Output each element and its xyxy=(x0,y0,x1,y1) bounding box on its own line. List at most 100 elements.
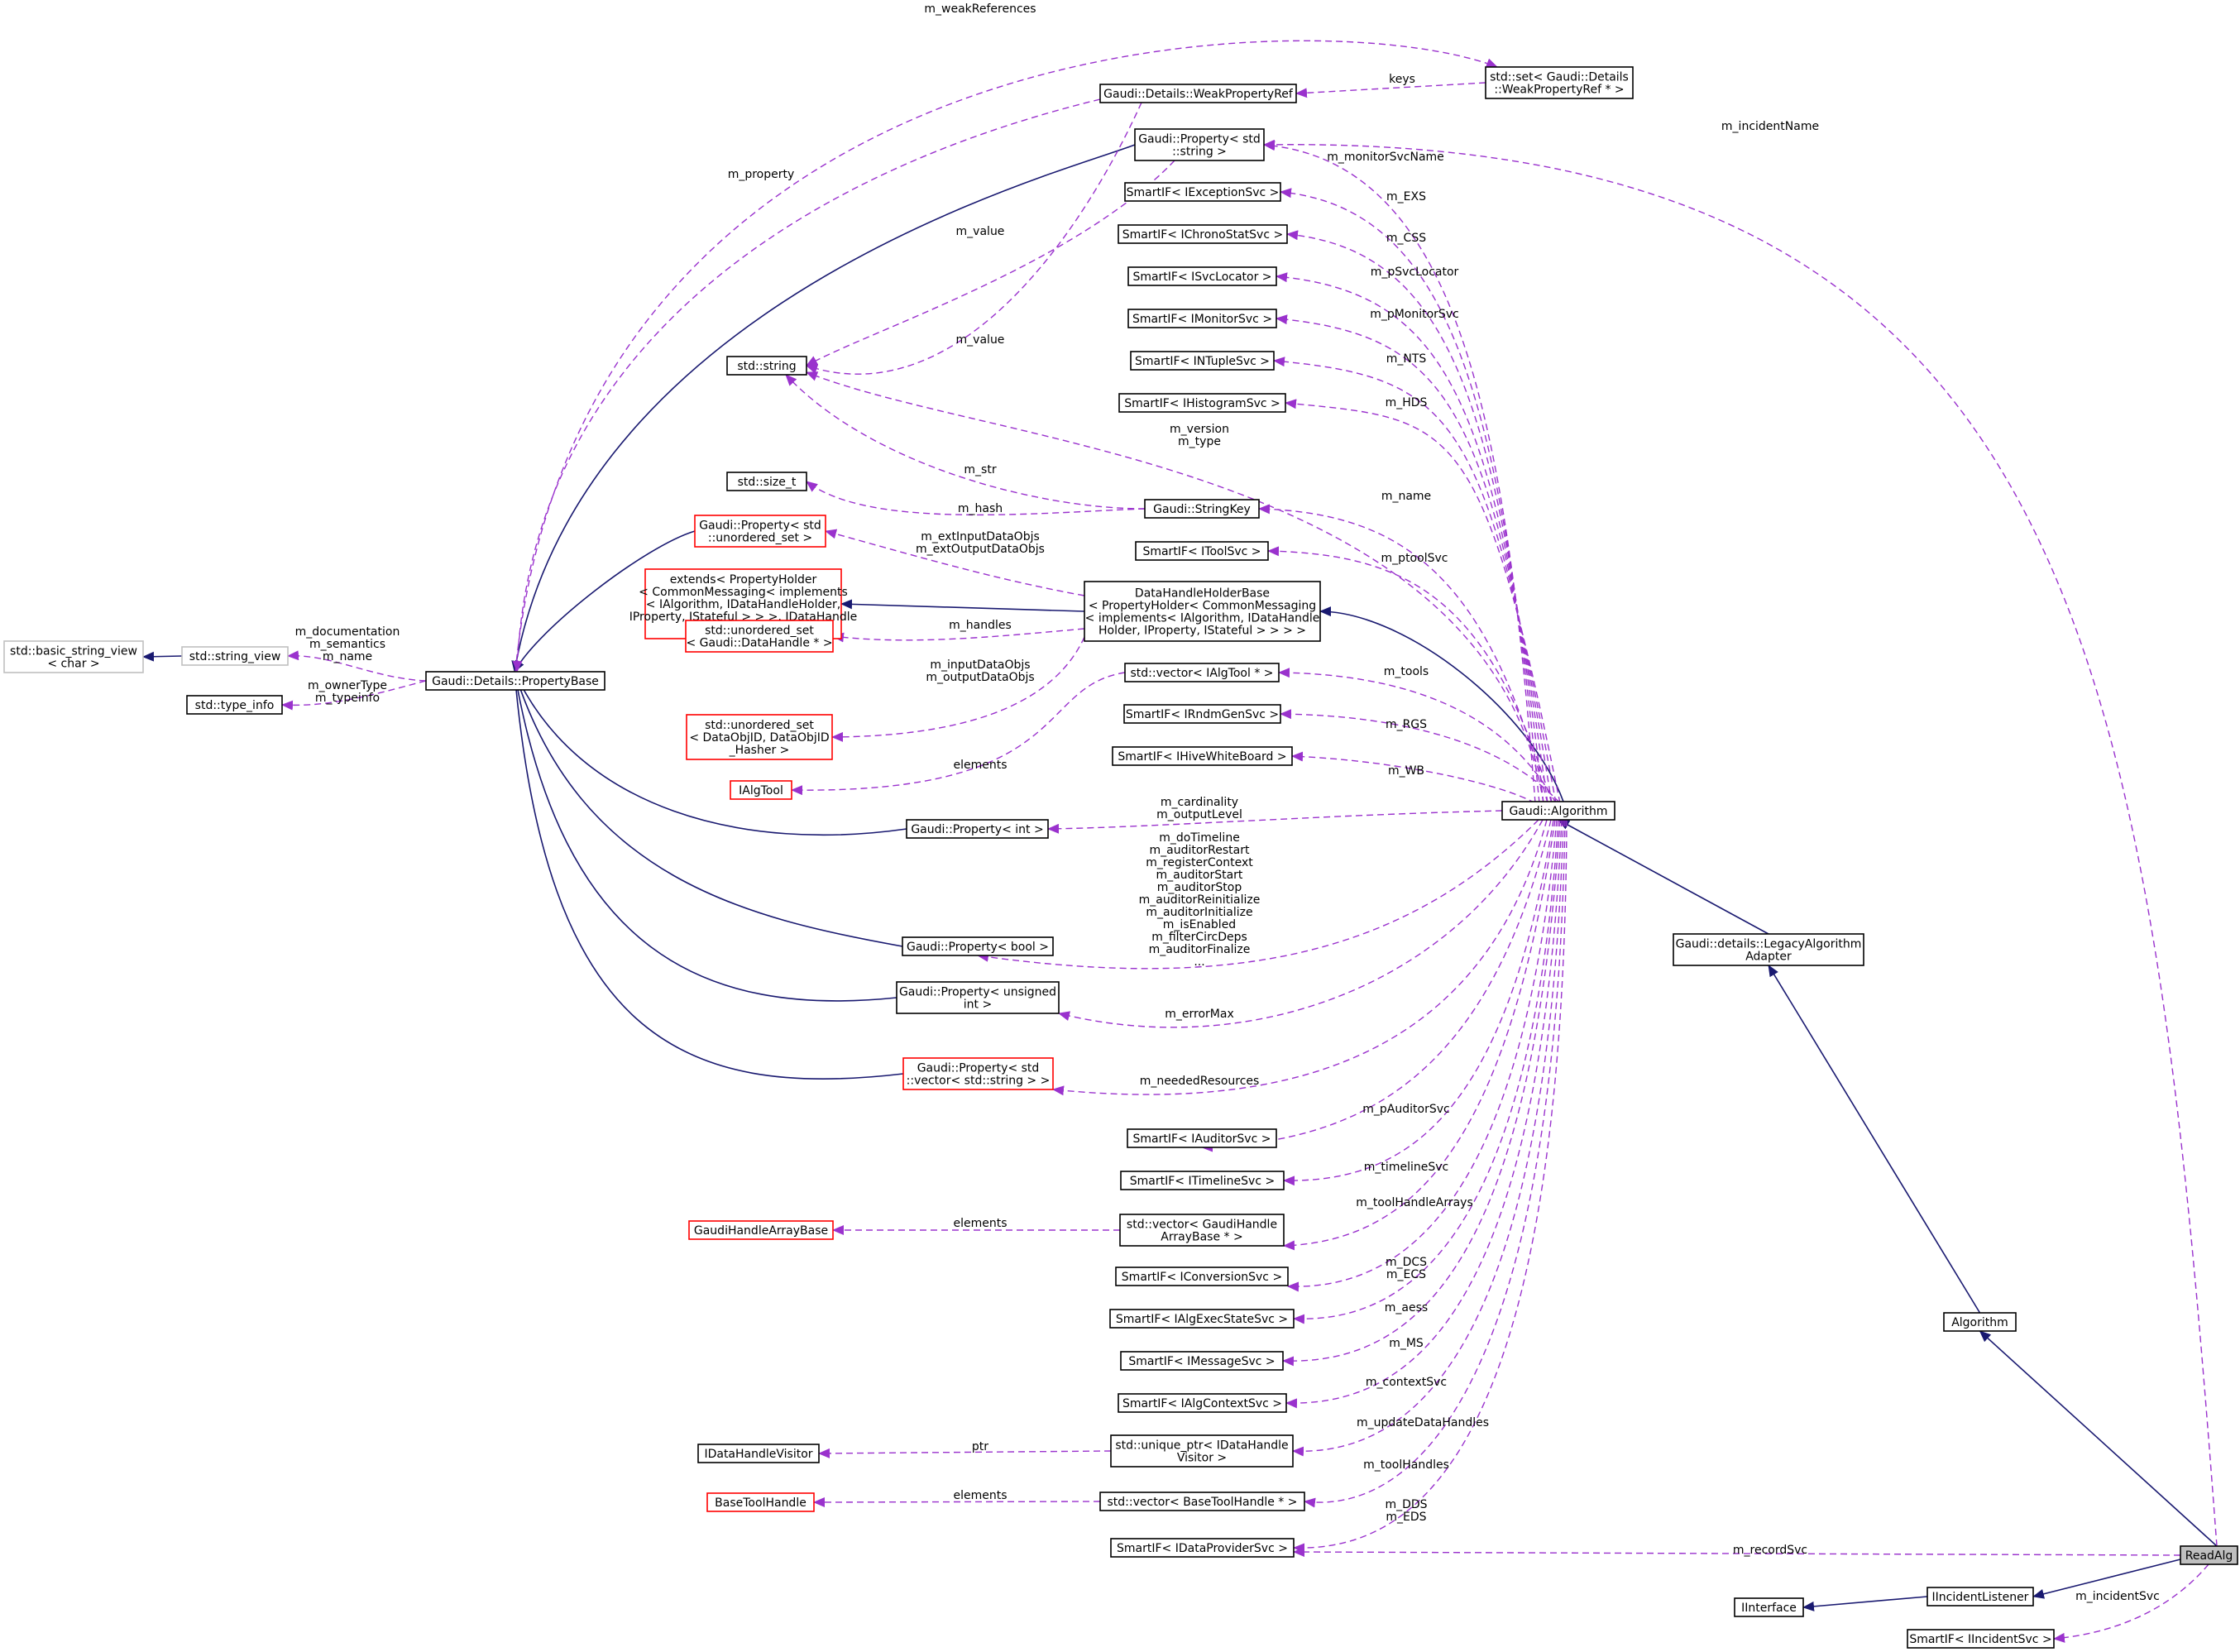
edge-label-incident-svc: m_incidentSvc xyxy=(2075,1590,2160,1603)
node-iincident-listener[interactable]: IIncidentListener xyxy=(1926,1587,2034,1607)
edge-label-line: m_property xyxy=(728,168,795,181)
node-smartif-toolsvc[interactable]: SmartIF< IToolSvc > xyxy=(1135,541,1269,561)
node-label: SmartIF< IMonitorSvc > xyxy=(1132,313,1272,326)
node-set-weak-ref[interactable]: std::set< Gaudi::Details::WeakPropertyRe… xyxy=(1485,66,1634,99)
node-label: Gaudi::Property< std xyxy=(1138,133,1261,146)
node-iinterface[interactable]: IInterface xyxy=(1734,1597,1804,1617)
node-smartif-svclocator[interactable]: SmartIF< ISvcLocator > xyxy=(1127,266,1277,286)
edge-pmonitorsvc xyxy=(1276,314,1553,804)
node-label: IAlgTool xyxy=(739,784,783,797)
node-smartif-dataprovider[interactable]: SmartIF< IDataProviderSvc > xyxy=(1110,1538,1295,1558)
edge-property-string-to-base xyxy=(511,144,1136,673)
edge-algorithm-to-adapter xyxy=(1768,965,1981,1314)
node-smartif-incident[interactable]: SmartIF< IIncidentSvc > xyxy=(1907,1629,2055,1649)
edge-hds xyxy=(1285,399,1561,804)
node-smartif-execstate[interactable]: SmartIF< IAlgExecStateSvc > xyxy=(1109,1309,1295,1329)
node-std-size-t[interactable]: std::size_t xyxy=(726,472,807,491)
node-vector-gaudihandle-array[interactable]: std::vector< GaudiHandleArrayBase * > xyxy=(1119,1214,1285,1247)
node-label: SmartIF< ISvcLocator > xyxy=(1132,271,1271,284)
node-gaudi-algorithm[interactable]: Gaudi::Algorithm xyxy=(1501,801,1615,821)
node-property-int[interactable]: Gaudi::Property< int > xyxy=(906,819,1049,839)
node-box xyxy=(1943,1312,2017,1332)
node-ialgtool[interactable]: IAlgTool xyxy=(730,780,792,800)
edge-label-line: m_filterCircDeps xyxy=(1151,931,1247,944)
node-smartif-whiteboard[interactable]: SmartIF< IHiveWhiteBoard > xyxy=(1112,746,1293,766)
node-smartif-auditor[interactable]: SmartIF< IAuditorSvc > xyxy=(1127,1128,1277,1148)
node-smartif-ntuple[interactable]: SmartIF< INTupleSvc > xyxy=(1130,351,1275,371)
edge-label-str: m_str xyxy=(964,463,996,476)
node-unique-ptr-visitor[interactable]: std::unique_ptr< IDataHandleVisitor > xyxy=(1110,1434,1294,1468)
node-string-view[interactable]: std::string_view xyxy=(181,646,289,666)
node-unordered-set-datahandle[interactable]: std::unordered_set< Gaudi::DataHandle * … xyxy=(685,620,834,653)
edge-label-line: m_MS xyxy=(1389,1337,1424,1350)
node-string-key[interactable]: Gaudi::StringKey xyxy=(1144,499,1260,519)
edge-label-line: m_value xyxy=(956,225,1005,238)
node-smartif-chrono[interactable]: SmartIF< IChronoStatSvc > xyxy=(1118,224,1288,244)
node-box xyxy=(1673,933,1864,966)
node-property-unordered-set[interactable]: Gaudi::Property< std::unordered_set > xyxy=(694,515,826,548)
node-label: IInterface xyxy=(1741,1602,1797,1615)
node-smartif-rndm[interactable]: SmartIF< IRndmGenSvc > xyxy=(1123,704,1281,724)
edge-hash xyxy=(806,481,1146,516)
edge-label-pauditorsvc: m_pAuditorSvc xyxy=(1362,1103,1449,1116)
node-smartif-context[interactable]: SmartIF< IAlgContextSvc > xyxy=(1118,1393,1287,1413)
edge-label-value-a: m_value xyxy=(956,225,1005,238)
node-smartif-message[interactable]: SmartIF< IMessageSvc > xyxy=(1120,1351,1284,1371)
edge-label-weak-references: m_weakReferences xyxy=(924,2,1036,16)
edge-label-error-max: m_errorMax xyxy=(1165,1008,1233,1021)
node-datahandle-holder-base[interactable]: DataHandleHolderBase< PropertyHolder< Co… xyxy=(1084,581,1321,642)
node-property-base[interactable]: Gaudi::Details::PropertyBase xyxy=(425,671,605,691)
edge-pauditorsvc xyxy=(1201,819,1552,1152)
node-algorithm[interactable]: Algorithm xyxy=(1943,1312,2017,1332)
node-base-tool-handle[interactable]: BaseToolHandle xyxy=(706,1492,815,1512)
node-box xyxy=(1084,581,1321,642)
node-read-alg[interactable]: ReadAlg xyxy=(2180,1545,2238,1565)
edge-monitor-svc-name xyxy=(1263,141,1536,804)
edge-label-ptr: ptr xyxy=(972,1440,988,1453)
node-label: < IAlgorithm, IDataHandleHolder, xyxy=(646,598,840,611)
node-box xyxy=(685,620,834,653)
edge-label-name: m_name xyxy=(1381,490,1431,503)
node-property-vector-string[interactable]: Gaudi::Property< std::vector< std::strin… xyxy=(902,1057,1054,1090)
node-idatahandle-visitor[interactable]: IDataHandleVisitor xyxy=(697,1444,820,1463)
node-smartif-histogram[interactable]: SmartIF< IHistogramSvc > xyxy=(1118,393,1286,413)
edge-label-bool-props: m_doTimelinem_auditorRestartm_registerCo… xyxy=(1139,831,1261,969)
node-smartif-exception[interactable]: SmartIF< IExceptionSvc > xyxy=(1124,182,1281,202)
node-box xyxy=(1118,224,1288,244)
node-box xyxy=(1120,1171,1285,1190)
edge-label-value-b: m_value xyxy=(956,333,1005,347)
node-label: Visitor > xyxy=(1177,1452,1227,1465)
node-unordered-set-dataobjid[interactable]: std::unordered_set< DataObjID, DataObjID… xyxy=(686,714,833,760)
edge-label-line: m_auditorStop xyxy=(1157,881,1242,894)
node-box xyxy=(1099,84,1297,103)
node-smartif-conversion[interactable]: SmartIF< IConversionSvc > xyxy=(1115,1267,1289,1286)
edge-label-line: m_auditorFinalize xyxy=(1149,943,1251,956)
node-property-string[interactable]: Gaudi::Property< std::string > xyxy=(1134,128,1265,161)
node-vector-base-tool-handle[interactable]: std::vector< BaseToolHandle * > xyxy=(1099,1492,1305,1511)
node-label: std::size_t xyxy=(738,476,797,489)
node-smartif-timeline[interactable]: SmartIF< ITimelineSvc > xyxy=(1120,1171,1285,1190)
node-type-info[interactable]: std::type_info xyxy=(186,695,283,715)
edge-readalg-to-listener xyxy=(2032,1559,2181,1599)
edge-label-line: ptr xyxy=(972,1440,988,1453)
node-vector-ialgtool[interactable]: std::vector< IAlgTool * > xyxy=(1124,663,1280,682)
edge-label-line: m_version xyxy=(1170,423,1229,436)
edge-label-line: m_errorMax xyxy=(1165,1008,1233,1021)
node-basic-string-view[interactable]: std::basic_string_view< char > xyxy=(3,640,144,673)
node-gaudi-array-base[interactable]: GaudiHandleArrayBase xyxy=(688,1220,834,1240)
node-weak-property-ref[interactable]: Gaudi::Details::WeakPropertyRef xyxy=(1099,84,1297,103)
node-label: ReadAlg xyxy=(2185,1549,2233,1563)
node-box xyxy=(1099,1492,1305,1511)
node-property-bool[interactable]: Gaudi::Property< bool > xyxy=(902,936,1054,956)
node-label: Adapter xyxy=(1745,950,1792,964)
node-smartif-monitor[interactable]: SmartIF< IMonitorSvc > xyxy=(1127,309,1277,328)
edge-value-b xyxy=(806,102,1142,375)
edge-string-view-to-basic xyxy=(142,651,183,662)
edge-label-timelinesvc: m_timelineSvc xyxy=(1364,1161,1448,1174)
node-box xyxy=(1118,1393,1287,1413)
node-std-string[interactable]: std::string xyxy=(726,356,807,376)
edge-data-objs xyxy=(831,636,1085,742)
